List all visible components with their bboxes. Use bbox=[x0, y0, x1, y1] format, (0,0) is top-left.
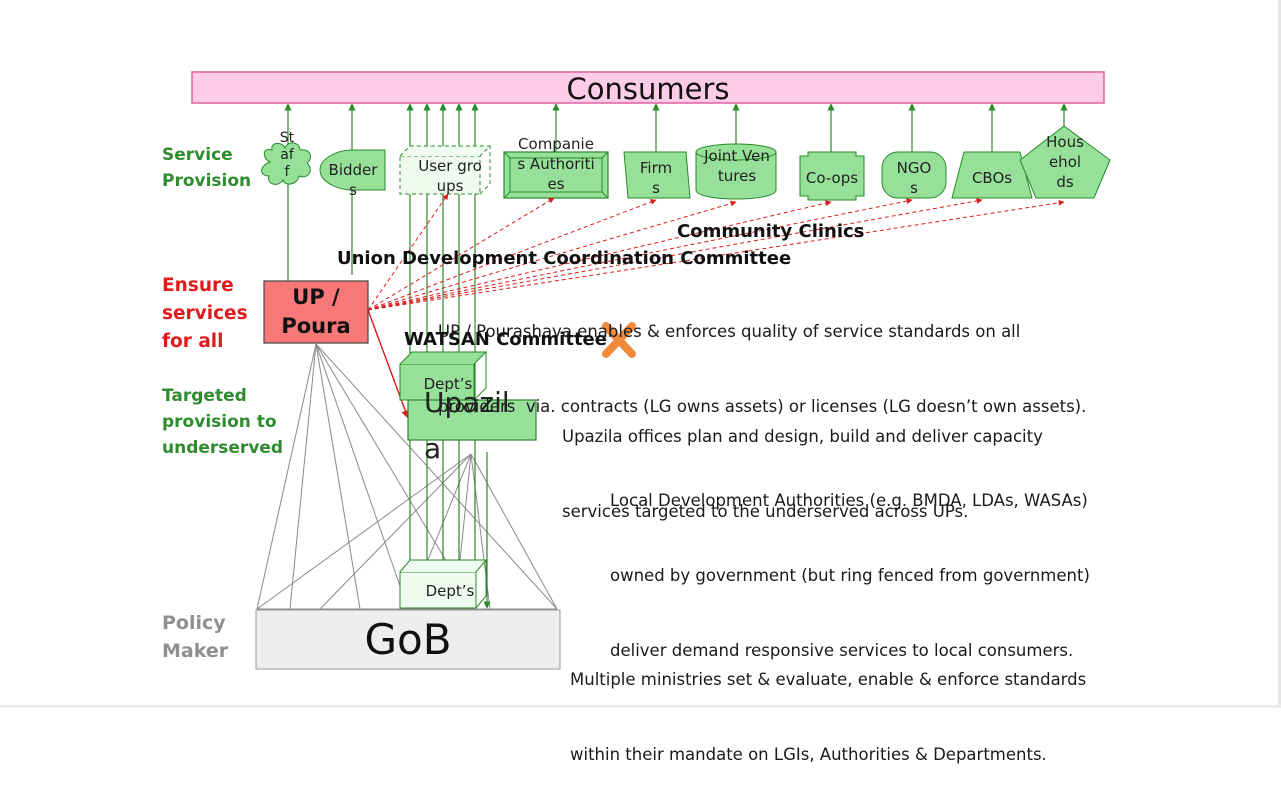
households-label: Households bbox=[1046, 133, 1084, 191]
cbos-shape bbox=[951, 151, 1033, 199]
staff-label: Staff bbox=[279, 130, 295, 180]
targeted-line-3: underserved bbox=[162, 438, 284, 458]
diagram-graphics bbox=[191, 71, 1111, 670]
up-desc-line-1: UP / Pourashava enables & enforces quali… bbox=[438, 322, 1021, 341]
gob-desc-line-1: Multiple ministries set & evaluate, enab… bbox=[570, 670, 1087, 689]
gob-desc-line-2: within their mandate on LGIs, Authoritie… bbox=[570, 745, 1047, 764]
lda-desc-line-2: owned by government (but ring fenced fro… bbox=[610, 566, 1090, 585]
targeted-provision-label: Targeted provision to underserved bbox=[162, 383, 283, 461]
companies-label: Companies Authorities bbox=[517, 135, 595, 193]
firms-shape bbox=[623, 151, 691, 199]
ngos-label: NGOs bbox=[896, 159, 932, 197]
up-description: UP / Pourashava enables & enforces quali… bbox=[438, 269, 1086, 444]
policy-maker-label: Policy Maker bbox=[162, 609, 228, 665]
upazila-depts-label: Dept’s bbox=[423, 375, 473, 393]
watsan-committee-label: WATSAN Committee bbox=[404, 329, 607, 350]
ensure-line-3: for all bbox=[162, 331, 224, 352]
coops-label: Co-ops bbox=[805, 169, 859, 187]
firms-label: Firms bbox=[639, 159, 673, 197]
bidders-shape bbox=[319, 149, 386, 191]
gob-label: GoB bbox=[364, 615, 452, 664]
lda-desc-line-1: Local Development Authorities (e.g. BMDA… bbox=[610, 491, 1088, 510]
upazila-box bbox=[407, 399, 537, 441]
companies-shape bbox=[503, 151, 609, 199]
ensure-services-label: Ensure services for all bbox=[162, 272, 248, 356]
staff-cloud-shape bbox=[261, 142, 311, 185]
up-desc-line-2: providers via. contracts (LG owns assets… bbox=[438, 397, 1087, 416]
service-provision-label: Service Provision bbox=[162, 142, 251, 194]
ensure-line-1: Ensure bbox=[162, 275, 234, 296]
upazila-description: Upazila offices plan and design, build a… bbox=[562, 374, 1043, 549]
right-edge bbox=[1278, 0, 1281, 708]
joint-ventures-shape bbox=[695, 143, 777, 200]
user-groups-label: User groups bbox=[418, 157, 482, 195]
up-poura-line-1: UP / bbox=[292, 285, 340, 309]
up-contract-arrows bbox=[367, 193, 1065, 311]
targeted-line-1: Targeted bbox=[162, 386, 247, 406]
gob-depts-shape bbox=[399, 559, 488, 609]
diagram-stage: Consumers Staff Bidders User groups Comp… bbox=[0, 0, 1281, 764]
upazila-desc-line-2: services targeted to the underserved acr… bbox=[562, 502, 969, 521]
service-provision-line-1: Service bbox=[162, 145, 233, 165]
service-provision-line-2: Provision bbox=[162, 171, 252, 191]
community-clinics-label: Community Clinics bbox=[677, 221, 865, 242]
cbos-label: CBOs bbox=[971, 169, 1013, 187]
user-groups-shape bbox=[399, 145, 492, 195]
households-shape bbox=[1019, 125, 1111, 199]
policy-line-2: Maker bbox=[162, 640, 229, 662]
gob-box bbox=[255, 609, 561, 670]
cross-icon bbox=[602, 322, 636, 358]
bottom-edge bbox=[0, 705, 1281, 708]
udcc-label: Union Development Coordination Committee bbox=[337, 248, 792, 269]
ngos-shape bbox=[881, 151, 947, 199]
lda-description: Local Development Authorities (e.g. BMDA… bbox=[610, 438, 1090, 688]
coops-shape bbox=[799, 151, 865, 201]
gob-depts-label: Dept’s bbox=[425, 582, 475, 600]
upazila-desc-line-1: Upazila offices plan and design, build a… bbox=[562, 427, 1043, 446]
up-poura-box bbox=[263, 280, 369, 344]
upazila-label: Upazila bbox=[424, 386, 510, 465]
up-poura-label: UP / Poura bbox=[264, 283, 368, 341]
targeted-line-2: provision to bbox=[162, 412, 277, 432]
policy-line-1: Policy bbox=[162, 612, 226, 634]
consumers-title: Consumers bbox=[566, 72, 730, 106]
bidders-label: Bidders bbox=[328, 161, 378, 199]
up-poura-line-2: Poura bbox=[281, 314, 351, 338]
joint-ventures-label: Joint Ventures bbox=[704, 147, 770, 185]
lda-desc-line-3: deliver demand responsive services to lo… bbox=[610, 641, 1074, 660]
ensure-line-2: services bbox=[162, 303, 248, 324]
consumers-bar bbox=[191, 71, 1105, 104]
